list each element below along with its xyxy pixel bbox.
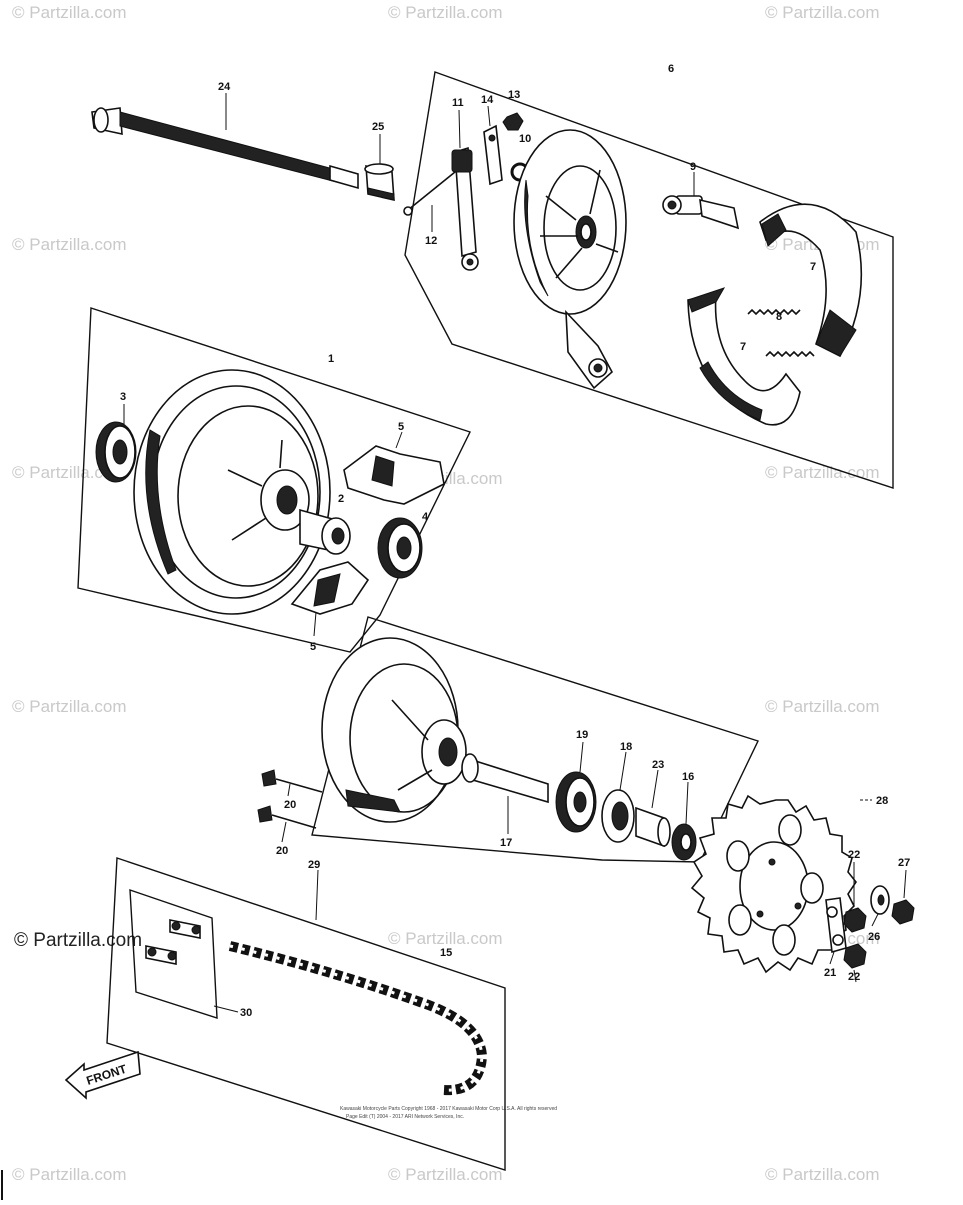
watermark: © Partzilla.com — [765, 3, 880, 22]
watermark: © Partzilla.com — [388, 1165, 503, 1184]
rear-sprocket-part — [690, 794, 857, 974]
leader-lines — [123, 93, 907, 1013]
hub-bearing-part — [377, 517, 423, 579]
callout-21: 21 — [824, 967, 836, 979]
callout-23: 23 — [652, 759, 664, 771]
hub-damper-part — [343, 445, 445, 505]
callout-25: 25 — [372, 121, 384, 133]
callout-7: 7 — [810, 261, 816, 273]
drive-chain-part — [228, 941, 488, 1096]
rear-hub-part — [133, 369, 351, 615]
sprocket-nut-part — [671, 823, 697, 861]
oil-seal-part — [601, 789, 635, 843]
brake-panel-part — [513, 129, 627, 390]
hub-damper-part — [290, 561, 370, 615]
brake-shoe-part — [759, 203, 863, 358]
callout-14: 14 — [481, 94, 494, 106]
watermark: © Partzilla.com — [12, 463, 127, 482]
watermark: © Partzilla.com — [12, 1165, 127, 1184]
callout-19: 19 — [576, 729, 588, 741]
callout-11: 11 — [452, 97, 464, 109]
copyright-line-2: Page Edit (T) 2004 - 2017 ARI Network Se… — [346, 1114, 464, 1120]
sprocket-hub-part — [321, 637, 467, 823]
watermark: © Partzilla.com — [388, 3, 503, 22]
callout-labels: 1 2 3 4 5 5 6 7 7 8 9 10 11 12 13 14 15 … — [120, 63, 910, 1019]
callout-22: 22 — [848, 849, 860, 861]
callout-6: 6 — [668, 63, 674, 75]
callout-24: 24 — [218, 81, 231, 93]
brake-panel-group-frame — [404, 71, 894, 489]
copyright-line-1: Kawasaki Motorcycle Parts Copyright 1968… — [340, 1106, 557, 1112]
watermark: © Partzilla.com — [765, 697, 880, 716]
callout-2: 2 — [338, 493, 344, 505]
sprocket-hub-group-frame — [311, 616, 759, 863]
brake-indicator-part — [483, 112, 530, 186]
callout-17: 17 — [500, 837, 512, 849]
sprocket-bolt-part — [257, 769, 323, 829]
watermark: © Partzilla.com — [388, 929, 503, 948]
callout-4: 4 — [422, 511, 429, 523]
callout-5: 5 — [398, 421, 404, 433]
master-link-part — [145, 919, 201, 965]
washer-part — [870, 885, 890, 915]
sprocket-spacer-part — [635, 806, 671, 848]
sprocket-nut-part — [843, 907, 867, 969]
watermark: © Partzilla.com — [12, 235, 127, 254]
sprocket-bearing-part — [555, 771, 597, 833]
callout-8: 8 — [776, 311, 782, 323]
watermark: © Partzilla.com — [14, 930, 142, 951]
brake-lever-part — [403, 146, 479, 271]
callout-12: 12 — [425, 235, 437, 247]
hub-group-frame — [77, 307, 471, 653]
watermark: © Partzilla.com — [12, 697, 127, 716]
watermark: © Partzilla.com — [765, 1165, 880, 1184]
callout-29: 29 — [308, 859, 320, 871]
sprocket-nut-part — [891, 899, 915, 925]
callout-20: 20 — [276, 845, 288, 857]
callout-26: 26 — [868, 931, 880, 943]
callout-3: 3 — [120, 391, 126, 403]
callout-5: 5 — [310, 641, 316, 653]
shoe-spring-part — [747, 308, 815, 358]
callout-10: 10 — [519, 133, 531, 145]
callout-22: 22 — [848, 971, 860, 983]
chain-group-frame — [106, 857, 506, 1171]
sprocket-collar-part — [461, 753, 549, 804]
callout-30: 30 — [240, 1007, 252, 1019]
callout-1: 1 — [328, 353, 334, 365]
axle-spacer-part — [364, 163, 395, 202]
brake-shoe-part — [687, 287, 801, 426]
callout-13: 13 — [508, 89, 520, 101]
callout-16: 16 — [682, 771, 694, 783]
callout-15: 15 — [440, 947, 452, 959]
axle-part — [91, 107, 359, 190]
watermark: © Partzilla.com — [12, 3, 127, 22]
callout-28: 28 — [876, 795, 888, 807]
watermark: © Partzilla.com — [765, 463, 880, 482]
callout-27: 27 — [898, 857, 910, 869]
callout-9: 9 — [690, 161, 696, 173]
brake-cam-part — [662, 195, 740, 230]
master-link-frame — [129, 889, 218, 1019]
callout-7: 7 — [740, 341, 746, 353]
callout-20: 20 — [284, 799, 296, 811]
hub-bearing-part — [95, 421, 137, 483]
callout-18: 18 — [620, 741, 632, 753]
front-direction-arrow: FRONT — [64, 1050, 141, 1100]
